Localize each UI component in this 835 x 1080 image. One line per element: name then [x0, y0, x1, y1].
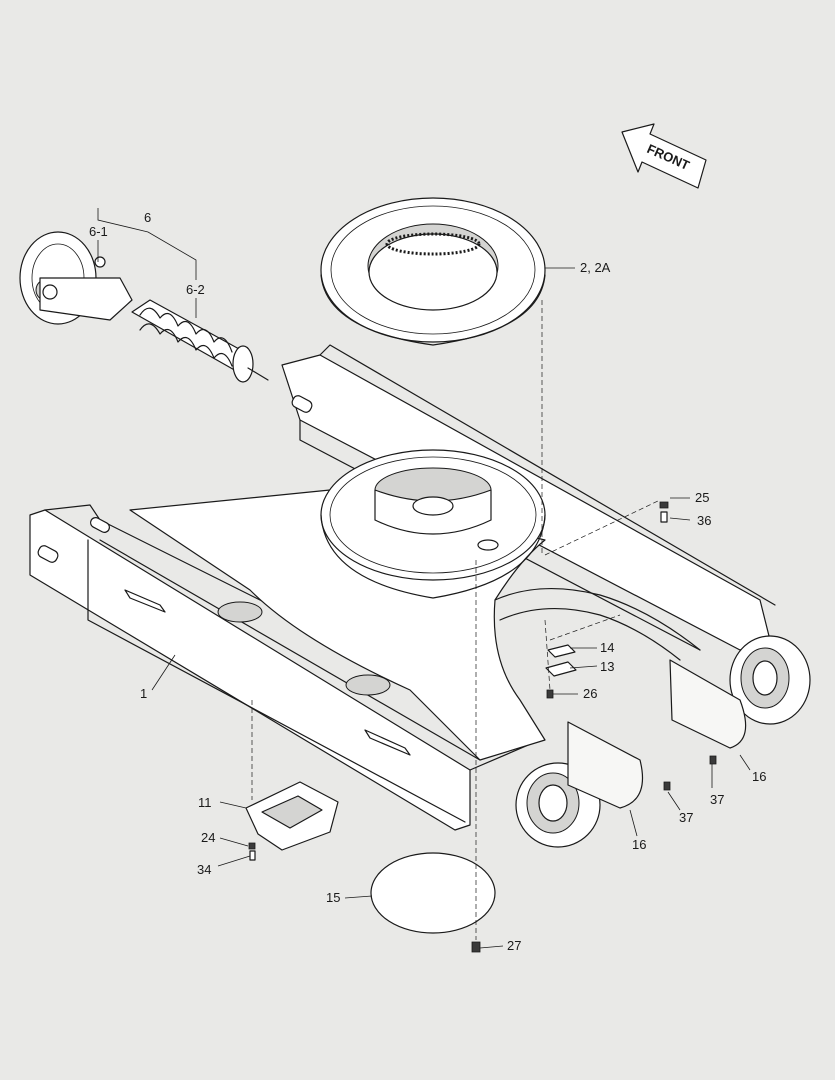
callout-6-1: 6-1 — [89, 224, 108, 239]
front-idler — [19, 231, 133, 325]
callout-36: 36 — [697, 513, 711, 528]
cover-plate — [370, 852, 496, 934]
callout-27: 27 — [507, 938, 521, 953]
callout-1: 1 — [140, 686, 147, 701]
front-direction-arrow: FRONT — [621, 123, 707, 189]
leader-lines — [97, 208, 751, 949]
small-parts — [248, 501, 717, 953]
callout-11: 11 — [198, 795, 212, 810]
callout-26: 26 — [583, 686, 597, 701]
callout-16-left: 16 — [632, 837, 646, 852]
callout-2-2a: 2, 2A — [580, 260, 611, 275]
callout-6: 6 — [144, 210, 151, 225]
side-covers — [567, 659, 747, 809]
callout-15: 15 — [326, 890, 340, 905]
callout-13: 13 — [600, 659, 614, 674]
callout-24: 24 — [201, 830, 215, 845]
assembly-lines — [251, 300, 661, 940]
track-frame — [29, 344, 811, 848]
callout-34: 34 — [197, 862, 211, 877]
track-spring — [131, 299, 269, 383]
callout-14: 14 — [600, 640, 614, 655]
callout-25: 25 — [695, 490, 709, 505]
callout-6-2: 6-2 — [186, 282, 205, 297]
swing-bearing — [320, 197, 546, 346]
callout-labels: 6 6-1 6-2 2, 2A 25 36 14 13 26 1 16 37 3… — [89, 210, 766, 953]
callout-16-right: 16 — [752, 769, 766, 784]
guard-bracket — [245, 781, 339, 851]
callout-37-right: 37 — [710, 792, 724, 807]
callout-37-left: 37 — [679, 810, 693, 825]
